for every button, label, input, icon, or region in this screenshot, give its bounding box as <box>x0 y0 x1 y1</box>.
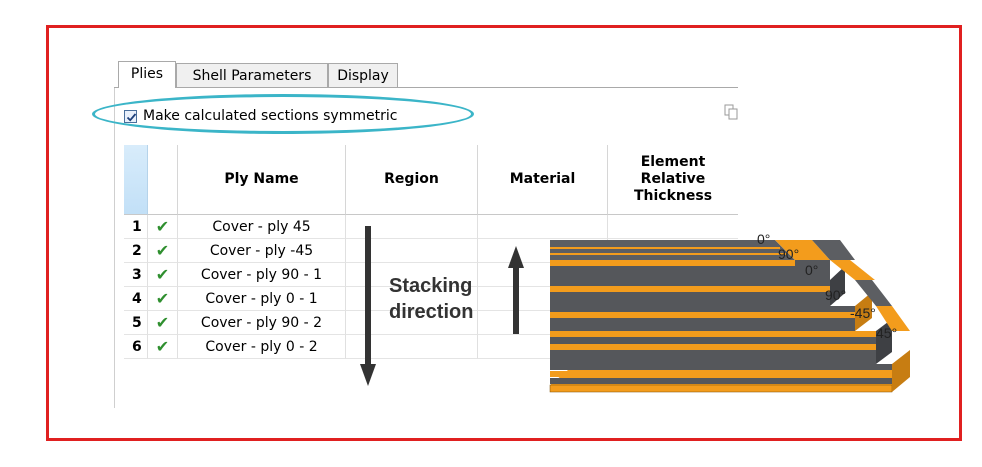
table-row[interactable]: 3✔Cover - ply 90 - 1 <box>124 263 738 287</box>
copy-icon[interactable] <box>724 104 738 120</box>
table-row[interactable]: 4✔Cover - ply 0 - 1 <box>124 287 738 311</box>
tab-plies[interactable]: Plies <box>118 61 176 88</box>
ply-layer <box>550 292 872 331</box>
angle-label: 90° <box>825 287 847 303</box>
ply-layer <box>549 350 910 393</box>
header-region[interactable]: Region <box>346 145 478 215</box>
check-icon: ✔ <box>148 215 178 239</box>
check-icon: ✔ <box>148 287 178 311</box>
check-icon: ✔ <box>148 263 178 287</box>
region-cell[interactable] <box>346 239 478 263</box>
angle-label: 0° <box>805 262 819 278</box>
angle-label: 90° <box>778 246 800 262</box>
angle-label: -45° <box>850 305 876 321</box>
region-cell[interactable] <box>346 215 478 239</box>
row-number[interactable]: 5 <box>124 311 148 335</box>
check-icon: ✔ <box>148 335 178 359</box>
table-row[interactable]: 2✔Cover - ply -45 <box>124 239 738 263</box>
down-arrow <box>360 226 376 386</box>
ply-name-cell[interactable]: Cover - ply 90 - 1 <box>178 263 346 287</box>
angle-label: 45° <box>876 325 898 341</box>
tab-baseline <box>114 87 738 88</box>
tab-display[interactable]: Display <box>328 63 398 87</box>
ply-step <box>830 260 875 280</box>
panel-border <box>114 88 115 408</box>
header-element-relative-thickness[interactable]: Element Relative Thickness <box>608 145 738 215</box>
tab-shell-parameters[interactable]: Shell Parameters <box>176 63 328 87</box>
highlight-oval <box>92 94 474 134</box>
row-number[interactable]: 1 <box>124 215 148 239</box>
table-header: Ply Name Region Material Element Relativ… <box>124 145 738 215</box>
row-number[interactable]: 6 <box>124 335 148 359</box>
ply-name-cell[interactable]: Cover - ply -45 <box>178 239 346 263</box>
ply-layer <box>550 240 830 280</box>
region-cell[interactable] <box>346 263 478 287</box>
row-number[interactable]: 2 <box>124 239 148 263</box>
row-number[interactable]: 3 <box>124 263 148 287</box>
ply-step <box>855 280 892 306</box>
up-arrow <box>508 246 524 334</box>
ply-step <box>876 306 910 331</box>
material-cell[interactable] <box>478 215 608 239</box>
angle-label: 0° <box>757 231 771 247</box>
ply-name-cell[interactable]: Cover - ply 90 - 2 <box>178 311 346 335</box>
ply-name-cell[interactable]: Cover - ply 0 - 1 <box>178 287 346 311</box>
region-cell[interactable] <box>346 287 478 311</box>
stacking-direction-label: Stacking direction <box>389 275 474 323</box>
region-cell[interactable] <box>346 311 478 335</box>
ply-layer <box>550 319 892 364</box>
row-number[interactable]: 4 <box>124 287 148 311</box>
header-status <box>148 145 178 215</box>
ply-name-cell[interactable]: Cover - ply 0 - 2 <box>178 335 346 359</box>
laminate-stack-illustration <box>549 240 910 393</box>
table-row[interactable]: 1✔Cover - ply 45 <box>124 215 738 239</box>
header-corner[interactable] <box>124 145 148 215</box>
ply-name-cell[interactable]: Cover - ply 45 <box>178 215 346 239</box>
region-cell[interactable] <box>346 335 478 359</box>
check-icon: ✔ <box>148 311 178 335</box>
tab-bar: Plies Shell Parameters Display <box>114 61 738 88</box>
figure-border <box>46 25 962 441</box>
ply-layer <box>550 266 845 306</box>
thickness-cell[interactable] <box>608 215 738 239</box>
check-icon: ✔ <box>148 239 178 263</box>
ply-step <box>812 240 855 260</box>
header-ply-name[interactable]: Ply Name <box>178 145 346 215</box>
header-material[interactable]: Material <box>478 145 608 215</box>
